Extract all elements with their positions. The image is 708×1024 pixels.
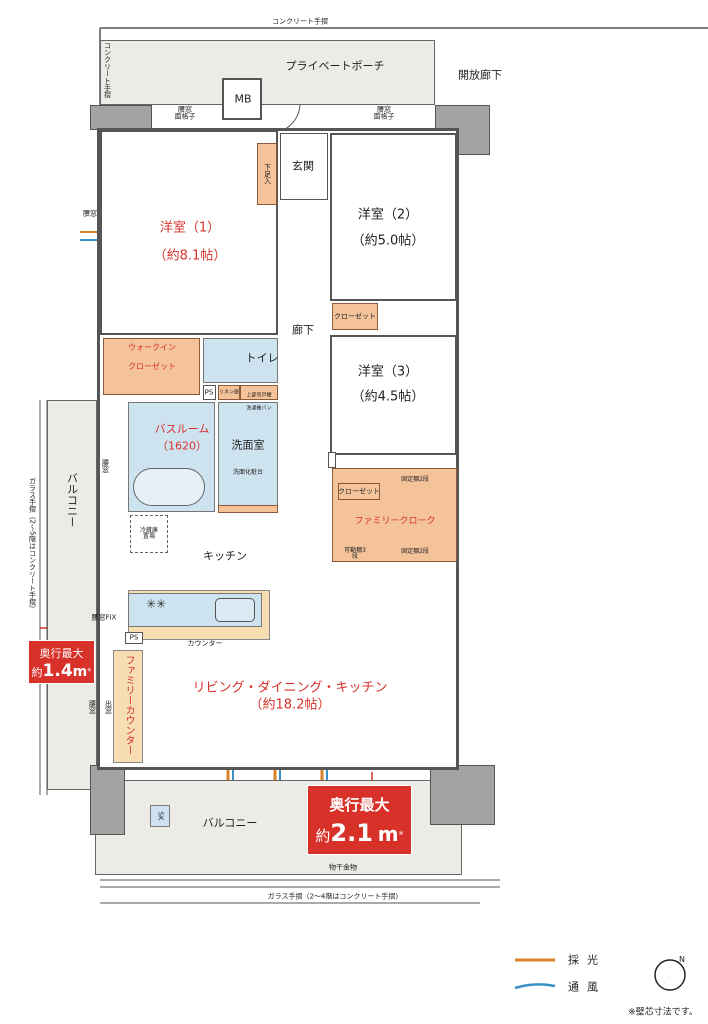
washroom: [218, 402, 278, 512]
side-balcony-label: バルコニー: [65, 472, 79, 528]
walk-in-closet: [103, 338, 200, 395]
depth-note: ※: [398, 830, 404, 837]
sink-icon: [215, 598, 255, 622]
legend-light-label: 採光: [568, 953, 606, 967]
bay-window-label: 出窓: [104, 700, 113, 714]
washer-label: 洗濯機パン: [246, 405, 272, 412]
western-room-1: [100, 130, 278, 335]
svg-text:N: N: [679, 955, 685, 964]
stove-icon: ✳✳: [145, 597, 167, 611]
depth-badge-label: 奥行最大: [329, 796, 390, 814]
walk-in-closet-label-1: ウォークイン: [128, 343, 176, 352]
western-room-2-size: （約5.0帖）: [351, 233, 425, 249]
north-arrow-icon: N: [654, 955, 686, 991]
wall: [90, 765, 125, 835]
movable-shelf-label: 可動棚3段: [344, 547, 366, 560]
toilet-label: トイレ: [245, 351, 279, 365]
family-counter-label: ファミリーカウンター: [123, 655, 134, 755]
depth-badge-label: 奥行最大: [39, 647, 84, 660]
side-balcony: [47, 400, 97, 790]
shoe-storage: [257, 143, 277, 205]
bathroom-name: バスルーム: [154, 422, 210, 436]
bathtub-icon: [133, 468, 205, 506]
open-corridor-label: 開放廊下: [458, 68, 502, 82]
fix-window-label: 腰窓FIX: [91, 613, 117, 622]
entrance-label: 玄関: [292, 159, 314, 173]
western-room-2-name: 洋室（2）: [357, 207, 419, 223]
window-lattice-label: 腰窓 面格子: [174, 105, 196, 121]
fixed-shelf-label: 固定棚2段: [401, 548, 429, 555]
fixed-shelf-label: 固定棚2段: [401, 476, 429, 483]
western-room-1-size: （約8.1帖）: [153, 248, 227, 264]
sk-sink: [150, 805, 170, 827]
laundry-hardware-label: 物干金物: [329, 863, 357, 872]
window-label: 腰窓: [83, 209, 97, 218]
ldk-size: （約18.2帖）: [249, 697, 331, 713]
kitchen-label: キッチン: [203, 549, 247, 563]
bottom-railing-label: ガラス手摺（2〜4階はコンクリート手摺）: [267, 892, 403, 901]
fridge-space: [130, 515, 168, 553]
bathroom-size: （1620）: [157, 439, 207, 453]
depth-prefix: 約: [31, 666, 43, 679]
upper-cabinet-label: 上部吊戸棚: [246, 392, 272, 399]
wall: [90, 105, 152, 130]
family-counter: [113, 650, 143, 763]
depth-value: 1.4: [42, 661, 73, 681]
toilet: [203, 338, 278, 383]
side-glass-railing-label: ガラス手摺（2〜5階はコンクリート手摺）: [28, 477, 37, 613]
ps-label: PS: [129, 633, 139, 642]
fridge-label: 冷蔵庫置場: [139, 527, 158, 540]
shoe-storage-label: 下足入: [263, 163, 272, 185]
footnote: ※壁芯寸法です。: [628, 1007, 698, 1018]
washroom-label: 洗面室: [231, 438, 265, 452]
closet-label: クローゼット: [334, 312, 376, 321]
ps-shaft-3: [125, 632, 143, 644]
vanity-label: 洗面化粧台: [232, 469, 264, 476]
family-cloak-label: ファミリークローク: [354, 516, 436, 527]
ps-shaft-2: [328, 452, 336, 468]
linen-storage: [218, 385, 240, 400]
vanity-base: [218, 505, 278, 513]
closet-room-2: [332, 303, 378, 330]
family-cloak-closet-label: クローゼット: [338, 487, 380, 496]
depth-badge-side: 奥行最大 約1.4m※: [28, 640, 95, 684]
mb-box: [222, 78, 262, 120]
ps-shaft: [203, 385, 216, 400]
ps-label: PS: [204, 388, 214, 397]
western-room-2: [330, 133, 457, 301]
sk-label: SK: [156, 811, 165, 821]
entrance: [280, 133, 328, 200]
window-label: 腰窓: [101, 459, 110, 473]
depth-unit: m: [377, 822, 399, 846]
depth-value: 2.1: [330, 819, 373, 847]
upper-cabinet: [240, 385, 278, 400]
private-porch-label: プライベートポーチ: [285, 59, 385, 73]
legend-wind-label: 通風: [568, 980, 606, 994]
depth-unit: m: [72, 664, 88, 680]
linen-label: リネン庫: [218, 389, 240, 396]
western-room-3-name: 洋室（3）: [357, 364, 419, 380]
western-room-3: [330, 335, 457, 455]
depth-note: ※: [87, 667, 92, 674]
western-room-1-name: 洋室（1）: [159, 220, 221, 236]
left-railing-label: コンクリート手摺: [103, 42, 112, 98]
wall: [430, 765, 495, 825]
top-railing-label: コンクリート手摺: [272, 17, 328, 26]
depth-badge-main: 奥行最大 約2.1 m※: [307, 785, 412, 855]
family-cloak-closet: [338, 483, 380, 500]
window-label: 腰窓: [88, 700, 97, 714]
western-room-3-size: （約4.5帖）: [351, 389, 425, 405]
mb-label: MB: [234, 92, 252, 106]
main-balcony-label: バルコニー: [202, 816, 258, 830]
walk-in-closet-label-2: クローゼット: [128, 362, 176, 371]
depth-prefix: 約: [315, 827, 331, 845]
hallway-label: 廊下: [292, 323, 314, 337]
window-lattice-label: 腰窓 面格子: [373, 105, 395, 121]
counter-label: カウンター: [187, 639, 223, 648]
private-porch: [100, 40, 435, 105]
ldk-name: リビング・ダイニング・キッチン: [192, 680, 388, 696]
